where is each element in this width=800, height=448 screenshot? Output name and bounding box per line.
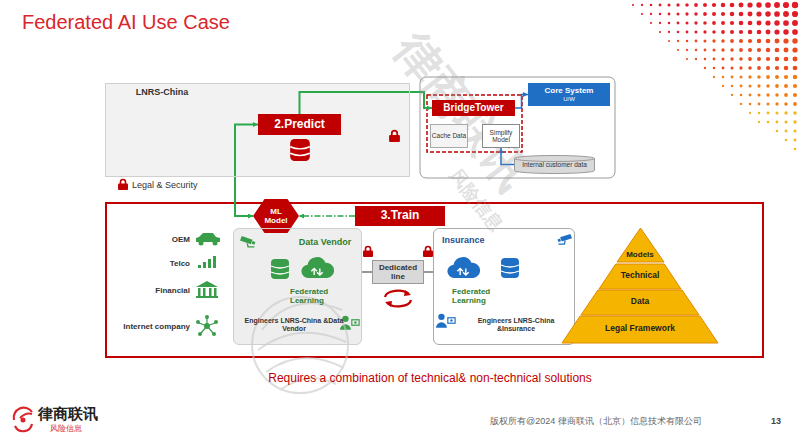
node-text: Legal Framework [605, 324, 675, 334]
connector-arrow [300, 92, 433, 114]
node-text: Data [631, 297, 649, 307]
link-box: Dedicated line [372, 260, 424, 284]
node-text: Data Vendor [292, 237, 358, 247]
party-panel: Data VendorFederated LearningEngineers L… [233, 228, 362, 345]
node-text: Engineers LNRS-China &Insurance [464, 317, 568, 333]
store-box: Cache Data [430, 124, 468, 148]
process-box: 3.Train [355, 206, 445, 226]
pyramid-band: Data [581, 290, 699, 315]
source-label: Internet company [95, 322, 190, 331]
node-text: Dedicated line [373, 263, 423, 281]
pyramid-band: Models [617, 228, 664, 262]
footer-text: 版权所有@2024 律商联讯（北京）信息技术有限公司 [490, 416, 702, 426]
data-cylinder: Internal customer data [514, 155, 595, 174]
source-label: Telco [130, 259, 190, 268]
source-label: Financial [130, 286, 190, 295]
node-text: Internal customer data [522, 161, 587, 168]
node-text: Simplify Model [483, 129, 519, 144]
node-text: Engineers LNRS-China &Data Vendor [244, 317, 344, 333]
connector-arrow [362, 271, 372, 273]
slide-title: Federated AI Use Case [22, 11, 230, 34]
pyramid-band: Technical [599, 264, 681, 289]
node-text: 3.Train [381, 209, 420, 223]
region-panel: LNRS-China 2.Predict [105, 83, 410, 177]
node-text: Federated Learning [290, 287, 342, 305]
node-text: Federated Learning [452, 287, 504, 305]
node-text: 2.Predict [274, 118, 325, 132]
party-panel: InsuranceFederated LearningEngineers LNR… [433, 228, 575, 345]
process-box: Simplify Model [482, 124, 520, 148]
page-number: 13 [771, 416, 781, 426]
connector-arrow [515, 95, 528, 109]
node-text: Cache Data [432, 132, 466, 139]
node-text: U/W [563, 96, 575, 103]
node-text: Models [626, 250, 654, 259]
logo-subtext: 风险信息 [50, 424, 82, 433]
node-text: LNRS-China [112, 87, 212, 97]
caption-text: Requires a combination of technical& non… [200, 371, 660, 385]
process-box: 2.Predict [258, 114, 341, 135]
connector-arrow [235, 125, 258, 217]
node-text: Technical [621, 271, 660, 281]
process-box: BridgeTower [432, 100, 515, 116]
logo-text: 律商联讯 [38, 405, 98, 422]
system-box: Core SystemU/W [528, 83, 610, 106]
note-label: Legal & Security [132, 180, 198, 190]
connector-arrow [299, 215, 355, 217]
pyramid-band: Legal Framework [562, 316, 718, 343]
node-text: ML Model [261, 207, 291, 225]
source-label: OEM [130, 235, 190, 244]
connector-arrow [424, 271, 433, 273]
node-text: BridgeTower [443, 102, 503, 114]
node-text: Insurance [442, 235, 522, 245]
node-text: Core System [545, 86, 594, 95]
